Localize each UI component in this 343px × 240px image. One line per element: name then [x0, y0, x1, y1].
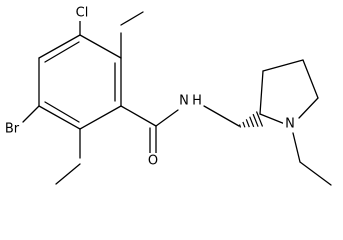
chlorine-label: Cl	[76, 6, 89, 21]
ring-double-bond-inner-3	[44, 101, 80, 123]
pyrrolidine-nitrogen-label: N	[285, 117, 295, 132]
pyrrolidine-bond-c2-c3	[259, 70, 264, 115]
ring-double-bond-inner-1	[44, 41, 80, 63]
bond-carbonyl-c-n	[155, 109, 179, 127]
pyrrolidine-bond-n-c2	[259, 113, 286, 125]
bond-o-ch3-bottom	[55, 163, 81, 185]
atom-labels: Cl Br N H N O	[2, 6, 297, 169]
benzene-ring	[38, 34, 122, 130]
ring-bond-c1-c2	[79, 34, 122, 59]
ring-bond-c3-c4	[79, 105, 122, 130]
pyrrolidine-bond-c4-c5	[302, 59, 319, 99]
pyrrolidine-bond-c3-c4	[262, 59, 304, 72]
pyrrolidine-bond-c5-n	[298, 97, 319, 119]
bond-ethyl-ch2-ch3	[299, 161, 332, 186]
pyrrolidine-ring	[259, 59, 319, 125]
amide-nitrogen-label: N	[179, 94, 189, 109]
carbonyl-oxygen-label: O	[148, 154, 158, 169]
bond-n-ch2	[203, 105, 240, 127]
amide-hydrogen-label: H	[192, 94, 202, 109]
ring-bond-c4-c5	[38, 105, 81, 130]
bond-n-ethyl-ch2	[292, 132, 301, 163]
bromine-label: Br	[5, 122, 20, 137]
bond-c-br	[22, 105, 40, 123]
chemical-structure: Cl Br N H N O	[2, 5, 332, 186]
ring-bond-c6-c1	[38, 34, 81, 59]
bond-o-ch3-top	[120, 11, 144, 26]
bond-ring-carbonyl-c	[120, 105, 157, 127]
stereo-hashed-wedge	[238, 111, 264, 128]
